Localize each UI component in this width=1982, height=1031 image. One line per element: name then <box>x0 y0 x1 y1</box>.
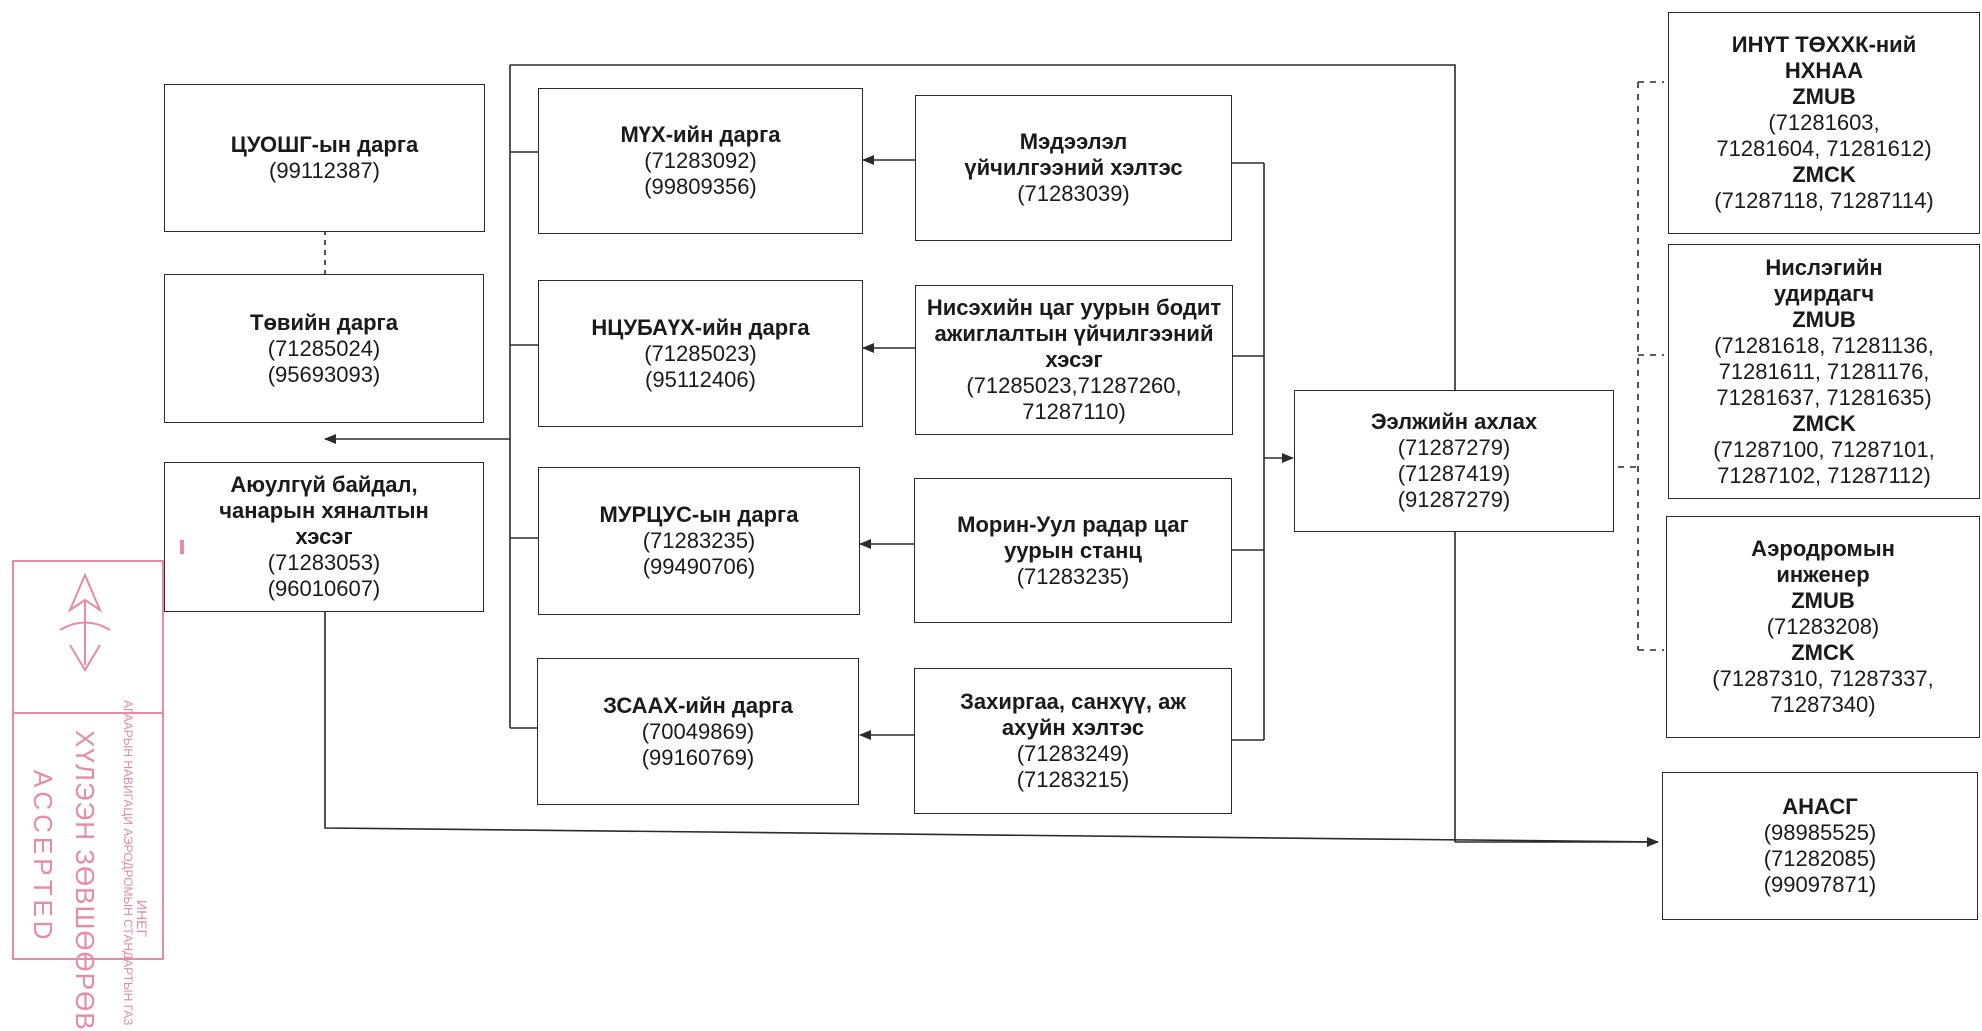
box-phone: (71287279) <box>1397 435 1511 460</box>
box-title: НЦУБАҮХ-ийн дарга <box>591 314 810 340</box>
box-phone: (71283092) <box>644 148 757 173</box>
box-title: Захиргаа, санхүү, аж ахуйн хэлтэс <box>960 689 1186 740</box>
box-aviation-obs: Нисэхийн цаг уурын бодит ажиглалтын үйчи… <box>915 285 1233 435</box>
connector-lines <box>324 64 1664 847</box>
box-phone: (71282085) <box>1763 846 1877 871</box>
box-phone: (71283249) <box>1016 741 1130 766</box>
box-line: 71287102, 71287112) <box>1717 462 1931 488</box>
box-center-director: Төвийн дарга (71285024) (95693093) <box>164 274 484 423</box>
box-phone: (71285023) <box>644 340 757 366</box>
box-muh-head: МҮХ-ийн дарга (71283092) (99809356) <box>538 88 863 234</box>
dashed-right-links <box>1618 81 1664 651</box>
box-flight-dispatcher: Нислэгийн удирдагч ZMUB (71281618, 71281… <box>1668 244 1980 499</box>
box-phone: (71285024) <box>267 335 381 361</box>
stamp-line-2: АГААРЫН НАВИГАЦИ АЭРОДРОМЫН СТАНДАРТЫН Г… <box>121 700 135 1026</box>
box-info-service: Мэдээлэл үйчилгээний хэлтэс (71283039) <box>915 95 1232 241</box>
pink-mark <box>180 540 184 554</box>
box-phone: (91287279) <box>1397 487 1511 512</box>
box-line: ZMUB <box>1791 588 1855 613</box>
box-line: ZMCK <box>1792 410 1856 436</box>
box-line: (71287118, 71287114) <box>1714 188 1934 213</box>
box-line: инженер <box>1776 562 1870 587</box>
box-line: ZMCK <box>1791 640 1855 665</box>
stamp-line-1: ИНЕГ <box>134 900 150 938</box>
box-phone: (95112406) <box>645 366 756 392</box>
box-phone: (71283053) <box>267 550 381 575</box>
box-line: 71281604, 71281612) <box>1716 136 1932 161</box>
box-title: Ээлжийн ахлах <box>1370 409 1538 434</box>
stamp-logo-icon <box>59 572 111 672</box>
box-admin-finance: Захиргаа, санхүү, аж ахуйн хэлтэс (71283… <box>914 668 1232 814</box>
bottom-line <box>324 612 1659 843</box>
box-phone: (70049869) <box>641 718 755 744</box>
stamp-divider <box>14 712 162 714</box>
box-line: ИНҮТ ТӨХХК-ний <box>1731 32 1917 57</box>
box-title: ЦУОШГ-ын дарга <box>230 132 419 157</box>
box-ncubauh-head: НЦУБАҮХ-ийн дарга (71285023) (95112406) <box>538 280 863 427</box>
box-aerodrome-engineer: Аэродромын инженер ZMUB (71283208) ZMCK … <box>1666 516 1980 738</box>
box-safety-quality: Аюулгүй байдал, чанарын хяналтын хэсэг (… <box>164 462 484 612</box>
box-title: МҮХ-ийн дарга <box>620 122 781 147</box>
box-line: ZMUB <box>1792 306 1856 332</box>
box-phone: (99490706) <box>642 554 756 579</box>
box-line: удирдагч <box>1773 280 1875 306</box>
box-phone: (99809356) <box>644 174 757 199</box>
box-phone: (96010607) <box>267 576 381 601</box>
box-morin-radar: Морин-Уул радар цаг уурын станц (7128323… <box>914 478 1232 623</box>
box-zsaah-head: ЗСААХ-ийн дарга (70049869) (99160769) <box>537 658 859 805</box>
box-phone: (71287419) <box>1397 461 1511 486</box>
box-line: Нислэгийн <box>1765 254 1883 280</box>
box-phone: (98985525) <box>1763 820 1877 845</box>
box-line: 71281611, 71281176, <box>1718 358 1930 384</box>
box-shift-lead: Ээлжийн ахлах (71287279) (71287419) (912… <box>1294 390 1614 532</box>
box-line: НХНАА <box>1784 58 1864 83</box>
box-phone: (99112387) <box>269 158 380 183</box>
box-line: ZMCK <box>1792 162 1856 187</box>
box-title: Нисэхийн цаг уурын бодит ажиглалтын үйчи… <box>926 295 1222 372</box>
box-title: Төвийн дарга <box>250 309 398 335</box>
box-title: МУРЦУС-ын дарга <box>599 502 799 527</box>
box-line: Аэродромын <box>1751 536 1895 561</box>
box-title: АНАСГ <box>1782 794 1858 819</box>
box-phone: (95693093) <box>267 361 381 387</box>
box-phone: (99097871) <box>1763 872 1877 897</box>
box-title: Мэдээлэл үйчилгээний хэлтэс <box>964 129 1183 180</box>
box-inut: ИНҮТ ТӨХХК-ний НХНАА ZMUB (71281603, 712… <box>1668 12 1980 234</box>
box-phone: (71285023,71287260, <box>966 373 1182 398</box>
stamp-line-3: ХҮЛЭЭН ЗӨВШӨӨРӨВ <box>70 730 100 1031</box>
box-phone: (71283235) <box>1016 563 1130 589</box>
box-line: (71287310, 71287337, <box>1712 666 1934 691</box>
box-line: (71281603, <box>1768 110 1880 135</box>
box-title: Морин-Уул радар цаг уурын станц <box>957 511 1189 563</box>
top-frame-line <box>510 64 1456 842</box>
box-title: Аюулгүй байдал, чанарын хяналтын хэсэг <box>219 472 429 549</box>
box-line: 71287340) <box>1770 692 1876 717</box>
box-line: ZMUB <box>1792 84 1856 109</box>
box-phone: (99160769) <box>641 744 755 770</box>
box-anasg: АНАСГ (98985525) (71282085) (99097871) <box>1662 772 1978 920</box>
org-chart: ЦУОШГ-ын дарга (99112387) Төвийн дарга (… <box>12 12 1980 1031</box>
box-phone: (71283215) <box>1016 767 1130 792</box>
box-title: ЗСААХ-ийн дарга <box>603 692 793 718</box>
box-line: (71287100, 71287101, <box>1713 436 1935 462</box>
box-murcus-head: МУРЦУС-ын дарга (71283235) (99490706) <box>538 467 860 615</box>
stamp-line-4: ACCEPTED <box>28 770 58 944</box>
box-line: (71281618, 71281136, <box>1714 332 1934 358</box>
box-chief-center: ЦУОШГ-ын дарга (99112387) <box>164 84 485 232</box>
box-line: 71281637, 71281635) <box>1716 384 1932 410</box>
box-line: (71283208) <box>1766 614 1880 639</box>
box-phone: (71283039) <box>1017 181 1130 206</box>
accepted-stamp <box>12 560 164 960</box>
box-phone: 71287110) <box>1022 399 1126 424</box>
box-phone: (71283235) <box>642 528 756 553</box>
